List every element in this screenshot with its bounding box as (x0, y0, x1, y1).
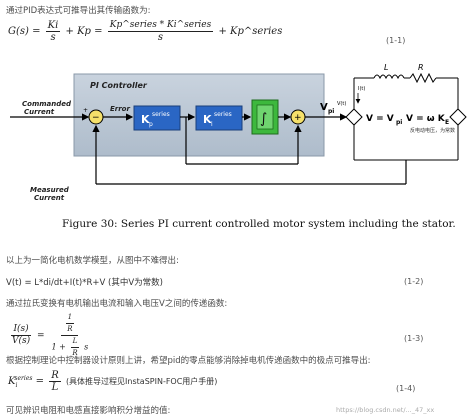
current-it-label: I(t) (358, 86, 365, 92)
voltage-source-left (345, 108, 363, 126)
eq3-rnum-num: 1 (65, 312, 75, 324)
eq4-note: (具体推导过程见InstaSPIN-FOC用户手册) (65, 377, 218, 386)
eq1-frac2: Kp^series * Ki^series s (107, 20, 214, 43)
equation-1-1: G(s) = Ki s + Kp = Kp^series * Ki^series… (8, 20, 282, 43)
vpi-sub: pi (328, 108, 334, 115)
vpi-sup: V(t) (337, 101, 346, 107)
eq3-lnum: I(s) (11, 324, 31, 336)
kp-series-block (133, 105, 181, 131)
inductor (373, 74, 405, 80)
error-label: Error (110, 105, 130, 113)
eq1-num2: Kp^series * Ki^series (107, 20, 214, 32)
eq1-lhs: G(s) = (8, 26, 41, 37)
eq4-eq: = (35, 376, 45, 387)
commanded-current-label-1: Commanded (22, 100, 72, 108)
eq3-lhs-frac: I(s) V(s) (10, 324, 32, 347)
back-emf-source (449, 108, 467, 126)
eq4-num: R (49, 370, 61, 382)
eq3-number: (1-3) (404, 334, 424, 343)
v-eq-ke-sub: E (445, 119, 449, 126)
integral-symbol: ∫ (260, 111, 267, 127)
eq4-lhs-sup: series (14, 374, 33, 382)
eq4-frac: R L (49, 370, 61, 393)
paragraph-3: 根据控制理论中控制器设计原则上讲，希望pid的零点能够消除掉电机传递函数中的极点… (6, 356, 371, 366)
eq3-rnum-den: R (67, 325, 73, 333)
eq1-number: (1-1) (386, 36, 406, 45)
pi-controller-diagram: PI Controller Commanded Current − + Erro… (10, 63, 467, 202)
inductor-label: L (384, 63, 388, 72)
eq2-number: (1-2) (404, 277, 424, 286)
eq3-rden-pre: 1 + (51, 342, 66, 352)
sum1-sign: − (92, 113, 100, 123)
eq1-den1: s (50, 32, 56, 43)
measured-current-label-1: Measured (30, 186, 70, 194)
pi-controller-title: PI Controller (90, 81, 148, 90)
ki-sub: i (211, 121, 213, 128)
eq3-eq: = (37, 331, 45, 341)
eq4-lhs-sub: i (15, 382, 18, 389)
eq1-mid: + Kp = (65, 26, 103, 37)
equation-1-2: V(t) = L*di/dt+I(t)*R+V (其中V为常数) (6, 278, 163, 288)
eq1-den2: s (157, 32, 164, 43)
ki-label: K (203, 113, 212, 126)
eq4-den: L (51, 382, 59, 393)
back-emf-note: 反电动电压，为常数 (410, 127, 455, 134)
ki-series-block (195, 105, 243, 131)
v-eq-vpi: V = V (366, 114, 394, 124)
measured-current-label-2: Current (34, 194, 65, 202)
kp-sup: series (152, 111, 170, 118)
eq3-rden-post: s (84, 342, 89, 352)
sum2-sign: + (294, 113, 302, 123)
eq1-frac1: Ki s (45, 20, 61, 43)
eq3-rden-den: R (72, 349, 78, 357)
integrator-inner (256, 104, 274, 130)
sum1-plus: + (83, 107, 88, 114)
figure-caption: Figure 30: Series PI current controlled … (62, 218, 456, 230)
eq1-num1: Ki (45, 20, 61, 32)
paragraph-4: 可见辨识电阻和电感直接影响积分增益的值: (6, 406, 171, 416)
equation-1-4: Kiseries = R L (具体推导过程见InstaSPIN-FOC用户手册… (8, 370, 217, 393)
paragraph-2: 通过拉氏变换有电机输出电流和输入电压V之间的传递函数: (6, 299, 228, 309)
eq3-rden-num: L (70, 336, 80, 348)
eq3-lden: V(s) (12, 336, 31, 346)
resistor (409, 72, 437, 84)
kp-label: K (141, 113, 150, 126)
commanded-current-label-2: Current (24, 108, 55, 116)
vpi-label: V (320, 102, 328, 113)
watermark: https://blog.csdn.net/..._47_xx (336, 406, 435, 414)
v-eq-ke: V = ω K (406, 114, 446, 124)
eq4-number: (1-4) (396, 384, 416, 393)
v-eq-vpi-sub: pi (396, 119, 402, 126)
eq4-lhs: K (8, 376, 16, 387)
ki-sup: series (214, 111, 232, 118)
kp-sub: p (149, 121, 153, 128)
eq1-tail: + Kp^series (218, 26, 283, 37)
paragraph-1: 以上为一简化电机数学模型，从图中不难得出: (6, 256, 179, 266)
resistor-label: R (418, 63, 424, 72)
intro-text: 通过PID表达式可推导出其传输函数为: (6, 6, 151, 16)
